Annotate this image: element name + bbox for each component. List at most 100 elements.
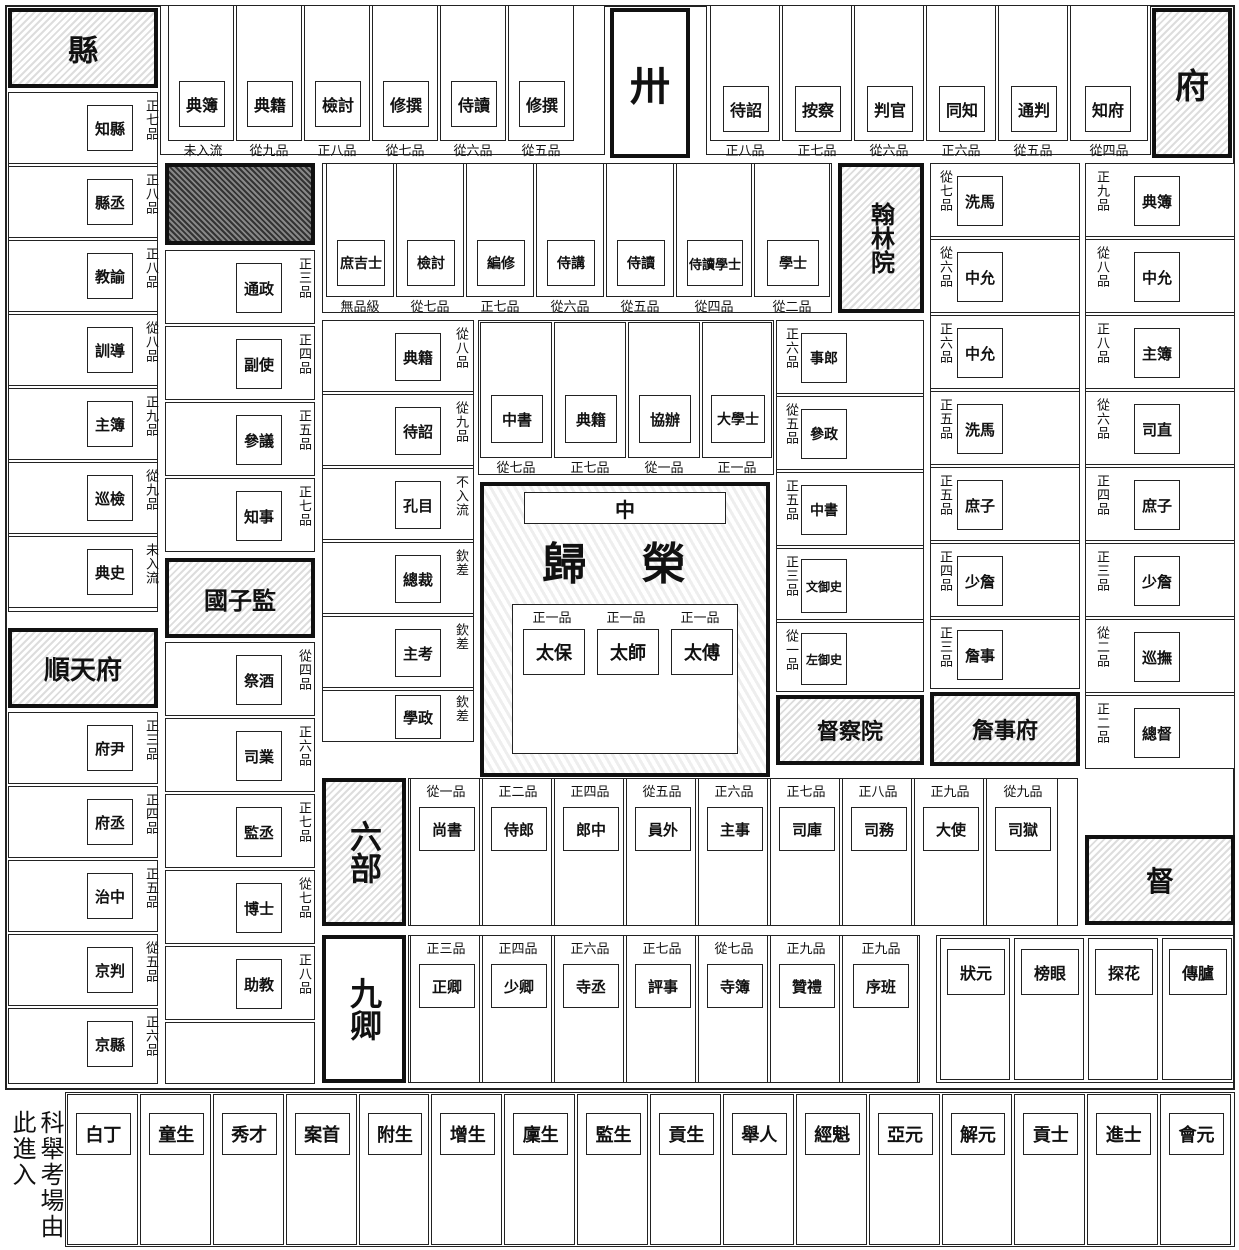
minister-cell[interactable]: 正四品少卿 xyxy=(482,935,552,1083)
center-name[interactable]: 太保 xyxy=(523,629,585,675)
neige-cell[interactable]: 典籍 xyxy=(554,322,626,458)
ministry-cell[interactable]: 正七品司庫 xyxy=(770,778,840,926)
exam-rank-cell[interactable]: 亞元 xyxy=(869,1094,940,1245)
exam-rank-cell[interactable]: 貢生 xyxy=(650,1094,721,1245)
ministry-cell[interactable]: 正八品司務 xyxy=(842,778,912,926)
ministry-cell[interactable]: 從九品司獄 xyxy=(986,778,1058,926)
mid-left-row[interactable]: 總裁欽差 xyxy=(322,542,474,614)
mid-left-row[interactable]: 孔目不入流 xyxy=(322,468,474,540)
exam-rank-cell[interactable]: 秀才 xyxy=(213,1094,284,1245)
top-right-cell[interactable]: 同知 xyxy=(926,5,996,141)
exam-rank-cell[interactable]: 案首 xyxy=(286,1094,357,1245)
ministry-cell[interactable]: 正九品大使 xyxy=(914,778,984,926)
hanlin-cell[interactable]: 庶吉士 xyxy=(326,163,394,297)
minister-cell[interactable]: 從七品寺簿 xyxy=(698,935,768,1083)
minister-cell[interactable]: 正七品評事 xyxy=(626,935,696,1083)
far-right-row[interactable]: 總督正二品 xyxy=(1085,695,1235,769)
neige-cell[interactable]: 協辦 xyxy=(628,322,700,458)
right-col-row[interactable]: 洗馬正五品 xyxy=(930,391,1080,465)
top-right-cell[interactable]: 按察 xyxy=(782,5,852,141)
far-right-row[interactable]: 主簿正八品 xyxy=(1085,315,1235,389)
second-col-row[interactable]: 祭酒 從四品 xyxy=(165,642,315,716)
minister-cell[interactable]: 正九品贊禮 xyxy=(770,935,840,1083)
mid-left-row[interactable]: 學政欽差 xyxy=(322,690,474,742)
right-col-row[interactable]: 洗馬從七品 xyxy=(930,163,1080,237)
exam-rank-cell[interactable]: 會元 xyxy=(1160,1094,1231,1245)
left-col-row[interactable]: 府丞 正四品 xyxy=(8,786,158,858)
right-col-row[interactable]: 庶子正五品 xyxy=(930,467,1080,541)
ministry-cell[interactable]: 正四品郎中 xyxy=(554,778,624,926)
right-mid-row[interactable]: 參政從五品 xyxy=(776,396,924,470)
exam-rank-cell[interactable]: 白丁 xyxy=(67,1094,138,1245)
hanlin-cell[interactable]: 侍讀 xyxy=(606,163,674,297)
minister-cell[interactable]: 正三品正卿 xyxy=(410,935,480,1083)
left-col-row[interactable]: 京判 從五品 xyxy=(8,934,158,1006)
exam-rank-cell[interactable]: 解元 xyxy=(942,1094,1013,1245)
mid-left-row[interactable]: 主考欽差 xyxy=(322,616,474,688)
top-left-cell[interactable]: 修撰 xyxy=(508,5,574,141)
far-right-row[interactable]: 少詹正三品 xyxy=(1085,543,1235,617)
left-col-row[interactable]: 巡檢 從九品 xyxy=(8,462,158,534)
second-col-row[interactable]: 助教 正八品 xyxy=(165,946,315,1020)
second-col-row[interactable]: 司業 正六品 xyxy=(165,718,315,792)
left-col-row[interactable]: 府尹 正三品 xyxy=(8,712,158,784)
ministry-cell[interactable]: 從五品員外 xyxy=(626,778,696,926)
scholar-cell[interactable]: 探花 xyxy=(1088,938,1158,1080)
minister-cell[interactable]: 正六品寺丞 xyxy=(554,935,624,1083)
left-col-row[interactable]: 京縣 正六品 xyxy=(8,1008,158,1084)
hanlin-cell[interactable]: 檢討 xyxy=(396,163,464,297)
exam-rank-cell[interactable]: 舉人 xyxy=(723,1094,794,1245)
left-col-row[interactable]: 典史 未入流 xyxy=(8,536,158,608)
top-left-cell[interactable]: 侍讀 xyxy=(440,5,506,141)
right-mid-row[interactable]: 左御史從一品 xyxy=(776,622,924,692)
exam-rank-cell[interactable]: 經魁 xyxy=(796,1094,867,1245)
second-col-row[interactable]: 博士 從七品 xyxy=(165,870,315,944)
hanlin-cell[interactable]: 侍讀學士 xyxy=(676,163,752,297)
center-name[interactable]: 太傅 xyxy=(671,629,733,675)
top-right-cell[interactable]: 判官 xyxy=(854,5,924,141)
second-col-row[interactable]: 監丞 正七品 xyxy=(165,794,315,868)
exam-rank-cell[interactable]: 進士 xyxy=(1087,1094,1158,1245)
far-right-row[interactable]: 庶子正四品 xyxy=(1085,467,1235,541)
ministry-cell[interactable]: 正二品侍郎 xyxy=(482,778,552,926)
left-col-row[interactable]: 治中 正五品 xyxy=(8,860,158,932)
far-right-row[interactable]: 司直從六品 xyxy=(1085,391,1235,465)
right-mid-row[interactable]: 中書正五品 xyxy=(776,472,924,546)
exam-rank-cell[interactable]: 廩生 xyxy=(504,1094,575,1245)
second-col-row[interactable]: 通政 正三品 xyxy=(165,250,315,324)
second-col-row[interactable]: 參議 正五品 xyxy=(165,402,315,476)
top-right-cell[interactable]: 知府 xyxy=(1070,5,1148,141)
left-col-row[interactable]: 訓導 從八品 xyxy=(8,314,158,386)
ministry-cell[interactable]: 正六品主事 xyxy=(698,778,768,926)
top-left-cell[interactable]: 修撰 xyxy=(372,5,438,141)
exam-rank-cell[interactable]: 附生 xyxy=(359,1094,430,1245)
hanlin-cell[interactable]: 學士 xyxy=(754,163,830,297)
exam-rank-cell[interactable]: 監生 xyxy=(577,1094,648,1245)
right-mid-row[interactable]: 事郎正六品 xyxy=(776,320,924,394)
left-col-row[interactable]: 教諭 正八品 xyxy=(8,240,158,312)
second-col-row[interactable] xyxy=(165,1022,315,1084)
top-right-cell[interactable]: 待詔 xyxy=(710,5,780,141)
neige-cell[interactable]: 中書 xyxy=(480,322,552,458)
scholar-cell[interactable]: 榜眼 xyxy=(1014,938,1084,1080)
hanlin-cell[interactable]: 侍講 xyxy=(536,163,604,297)
far-right-row[interactable]: 巡撫從二品 xyxy=(1085,619,1235,693)
top-left-cell[interactable]: 典簿 xyxy=(168,5,234,141)
scholar-cell[interactable]: 狀元 xyxy=(940,938,1010,1080)
far-right-row[interactable]: 典簿正九品 xyxy=(1085,163,1235,237)
scholar-cell[interactable]: 傳臚 xyxy=(1162,938,1232,1080)
right-col-row[interactable]: 少詹正四品 xyxy=(930,543,1080,617)
top-right-cell[interactable]: 通判 xyxy=(998,5,1068,141)
exam-rank-cell[interactable]: 貢士 xyxy=(1014,1094,1085,1245)
mid-left-row[interactable]: 待詔從九品 xyxy=(322,394,474,466)
second-col-row[interactable]: 知事 正七品 xyxy=(165,478,315,552)
exam-rank-cell[interactable]: 增生 xyxy=(431,1094,502,1245)
top-left-cell[interactable]: 典籍 xyxy=(236,5,302,141)
right-col-row[interactable]: 中允從六品 xyxy=(930,239,1080,313)
center-name[interactable]: 太師 xyxy=(597,629,659,675)
mid-left-row[interactable]: 典籍從八品 xyxy=(322,320,474,392)
neige-cell[interactable]: 大學士 xyxy=(702,322,772,458)
far-right-row[interactable]: 中允從八品 xyxy=(1085,239,1235,313)
hanlin-cell[interactable]: 編修 xyxy=(466,163,534,297)
left-col-row[interactable]: 知縣 正七品 xyxy=(8,92,158,164)
